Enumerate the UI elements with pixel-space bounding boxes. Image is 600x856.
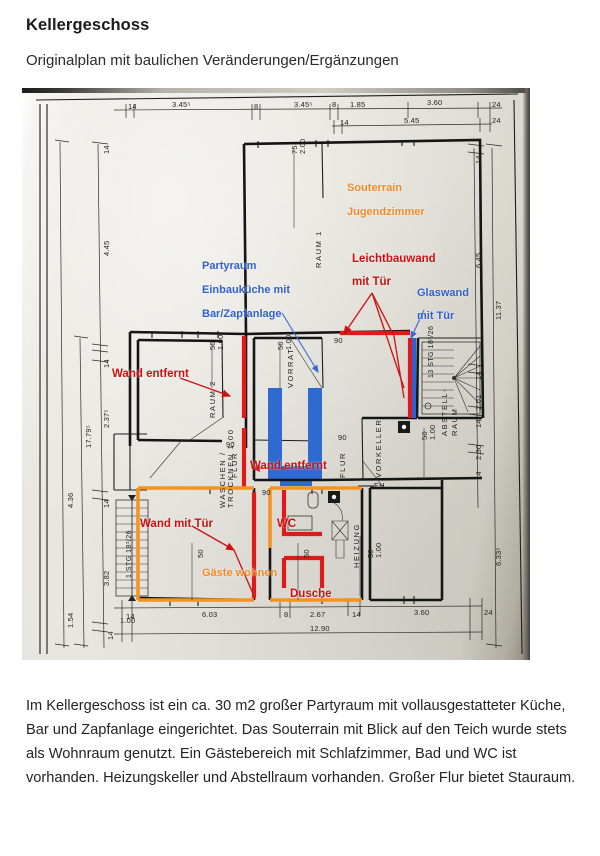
- dim-left-436: 4.36: [66, 492, 75, 508]
- dim-left-14b: 14: [102, 359, 111, 368]
- staircase: [421, 341, 481, 415]
- dim-right-6335: 6.33⁵: [494, 547, 503, 566]
- dim-bot-603: 6.03: [202, 610, 218, 619]
- page-title: Kellergeschoss: [26, 16, 150, 34]
- annotation-souterrain-line2: Jugendzimmer: [347, 206, 425, 218]
- dim-left-154: 1.54: [66, 612, 75, 628]
- room-label-raum1: RAUM 1: [314, 230, 323, 268]
- sheet-right-edge: [523, 88, 530, 660]
- dim-bot-267: 2.67: [310, 610, 326, 619]
- dim-right-14d: 14: [474, 471, 483, 480]
- room-label-abstellraum-2: RAUM: [450, 407, 459, 436]
- dim-left-2375: 2.37⁵: [102, 409, 111, 428]
- leader-wandentfernt1: [179, 377, 232, 398]
- floorplan-drawing: .w { stroke:#151515; fill:none; } .w2 { …: [35, 93, 523, 655]
- dim-right-14a: 14: [474, 155, 483, 164]
- dim-bot-360: 3.60: [414, 608, 430, 617]
- leader-partyraum: [281, 312, 319, 373]
- dim-left-14c: 14: [102, 499, 111, 508]
- annotation-glaswand-line2: mit Tür: [417, 310, 455, 322]
- annotation-leichtbauwand-line2: mit Tür: [352, 276, 391, 288]
- dim-inner-90b: 90: [338, 433, 347, 442]
- dim-top2-14: 14: [340, 118, 349, 127]
- dim-top-185: 1.85: [350, 100, 366, 109]
- dim-inner-90d: 90: [262, 488, 271, 497]
- leader-glaswand: [410, 309, 425, 339]
- dim-inner-50a: 50: [208, 341, 217, 350]
- sheet-top-edge: [22, 88, 530, 93]
- floorplan-image: .w { stroke:#151515; fill:none; } .w2 { …: [22, 88, 530, 660]
- dim-inner-50c: 50: [420, 431, 429, 440]
- dim-top2-24: 24: [492, 116, 501, 125]
- dim-inner-90c: 90: [334, 336, 343, 345]
- leader-wandmittuer: [191, 525, 236, 551]
- dim-inner-100d: 1.00: [374, 542, 383, 558]
- annotation-gaeste-wohnen: Gäste wohnen: [202, 567, 278, 579]
- dim-top-3455a: 3.45⁵: [172, 100, 191, 109]
- dim-top-360: 3.60: [427, 98, 443, 107]
- orange-walls: [136, 486, 362, 602]
- dim-left-445: 4.45: [102, 240, 111, 256]
- dim-right-1137: 11.37: [494, 300, 503, 320]
- annotation-dusche: Dusche: [290, 588, 332, 600]
- dim-inner-50e: 50: [302, 549, 311, 558]
- annotation-souterrain-line1: Souterrain: [347, 182, 403, 194]
- dim-top-8a: 8: [254, 102, 259, 111]
- annotation-wand-entfernt-1: Wand entfernt: [112, 368, 189, 380]
- annotation-wand-mit-tuer: Wand mit Tür: [140, 518, 214, 530]
- annotation-partyraum-line1: Partyraum: [202, 260, 257, 272]
- annotation-glaswand-line1: Glaswand: [417, 287, 469, 299]
- room-label-fh: FH: [374, 481, 385, 490]
- dim-right-645: 6.45: [474, 252, 483, 268]
- dim-right-201: 2.01: [474, 394, 483, 410]
- room-label-stairs-left: 1 STG 18³/26: [126, 529, 133, 578]
- dim-top2-545: 5.45: [404, 116, 420, 125]
- room-label-vorkeller: VORKELLER: [374, 418, 383, 478]
- dim-inner-100c: 1.00: [428, 424, 437, 440]
- outside-stairs: [115, 495, 149, 601]
- dim-bot-24: 24: [484, 608, 493, 617]
- room-label-flur-right: FLUR: [338, 452, 347, 478]
- dim-inner-200: 2.00: [298, 138, 307, 154]
- annotation-leichtbauwand-line1: Leichtbauwand: [352, 253, 436, 265]
- dim-top-14: 14: [128, 102, 137, 111]
- description-text: Im Kellergeschoss ist ein ca. 30 m2 groß…: [26, 698, 576, 786]
- dim-right-230: 2.30: [474, 444, 483, 460]
- annotation-wand-entfernt-2: Wand entfernt: [250, 460, 327, 472]
- annotation-wc: WC: [277, 518, 297, 530]
- room-label-vorrat: VORRAT: [286, 347, 295, 388]
- leader-leichtbauwand: [343, 292, 373, 336]
- dim-left-14d: 14: [106, 631, 115, 640]
- dim-left-14a: 14: [102, 145, 111, 154]
- dim-left-17795: 17.79⁵: [84, 424, 93, 448]
- annotation-partyraum-line2: Einbauküche mit: [202, 284, 291, 296]
- annotation-partyraum-line3: Bar/Zapfanlage: [202, 308, 282, 320]
- dim-inner-50b: 50: [276, 341, 285, 350]
- room-label-trocknen: TROCKNEN 1,00: [226, 428, 235, 508]
- dim-bot-8: 8: [284, 610, 289, 619]
- dim-inner-100a: 1.00: [216, 334, 225, 350]
- wc-fixtures: [287, 491, 319, 531]
- dim-bot-14a: 14: [126, 612, 135, 621]
- dim-bot-14b: 14: [352, 610, 361, 619]
- dim-top-8b: 8: [332, 100, 337, 109]
- dim-right-14b: 14: [474, 371, 483, 380]
- room-label-stairs: 13 STG 18³/26: [428, 325, 435, 378]
- dim-top-3455b: 3.45⁵: [294, 100, 313, 109]
- red-wc-dusche: [281, 490, 325, 588]
- dim-bot-total: 12.90: [310, 624, 330, 633]
- dim-inner-90a: 90: [226, 440, 235, 449]
- red-walls: [241, 330, 413, 598]
- dim-left-382: 3.82: [102, 570, 111, 586]
- dim-inner-75: 75: [290, 145, 299, 154]
- room-label-abstellraum-1: ABSTELL-: [440, 387, 449, 436]
- room-label-heizung: HEIZUNG: [352, 523, 361, 568]
- page-subtitle: Originalplan mit baulichen Veränderungen…: [26, 52, 399, 69]
- dim-right-14c: 14: [474, 419, 483, 428]
- room-label-raum2: RAUM 2: [208, 380, 217, 418]
- dim-top-24a: 24: [492, 100, 501, 109]
- dim-left-100: 1.00: [120, 616, 136, 625]
- dim-inner-50d: 50: [196, 549, 205, 558]
